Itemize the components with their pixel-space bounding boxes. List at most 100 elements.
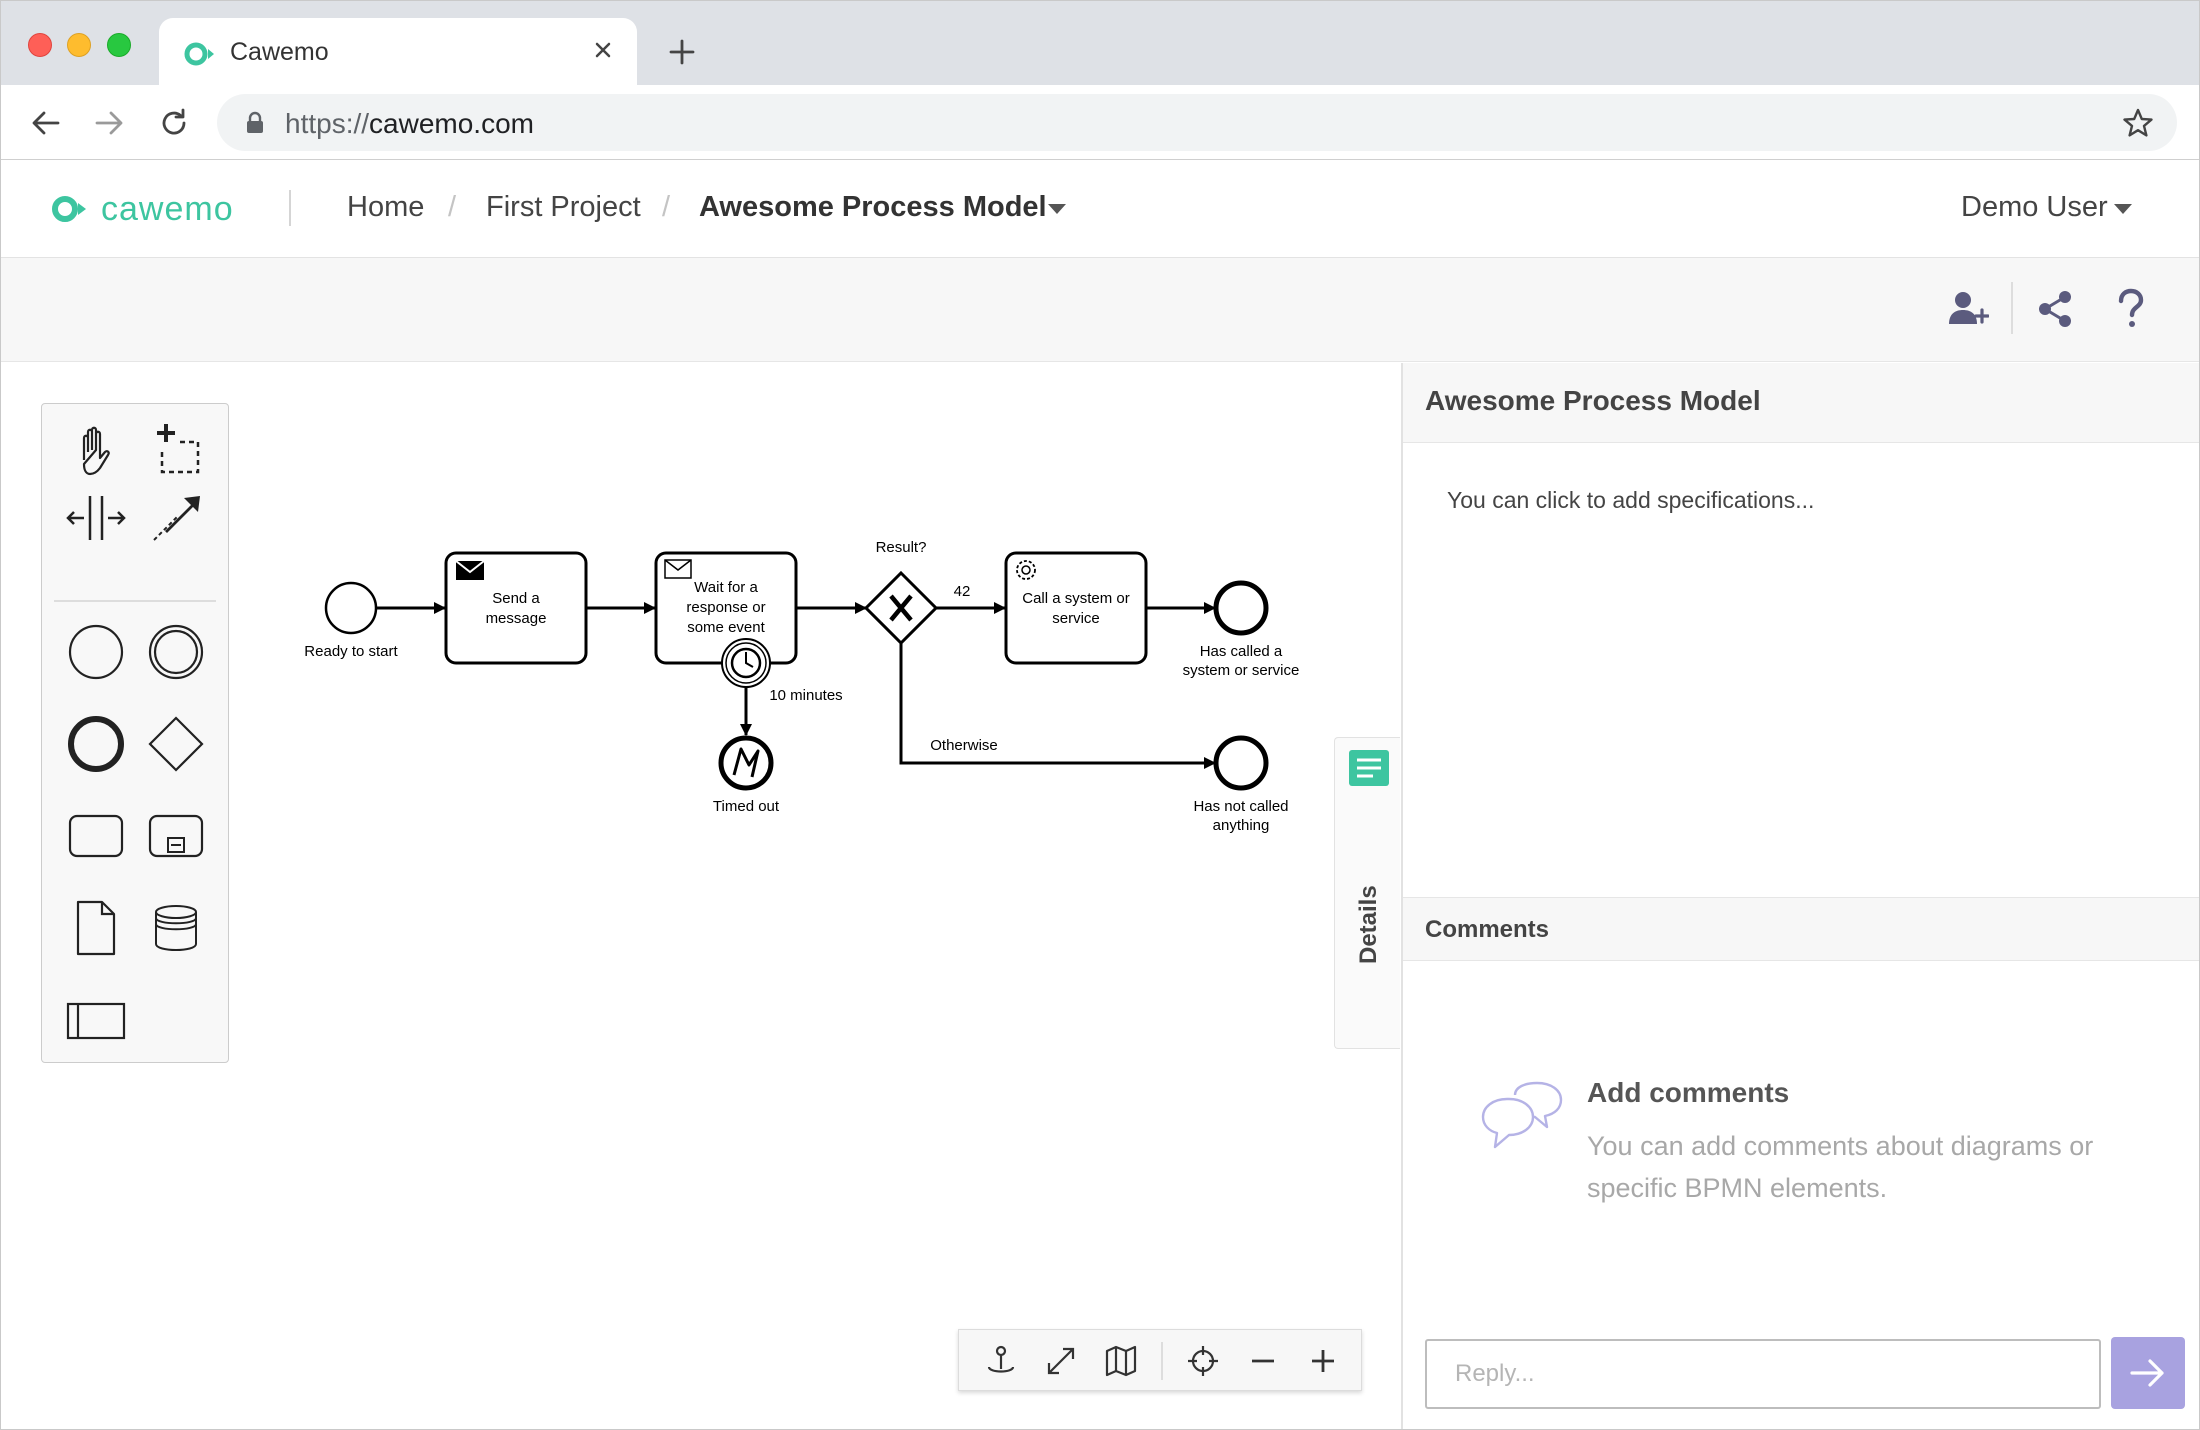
details-tab[interactable]: Details <box>1334 737 1400 1049</box>
specification-placeholder[interactable]: You can click to add specifications... <box>1447 487 1815 513</box>
gateway-label: Result? <box>876 539 927 556</box>
action-bar <box>1 258 2199 362</box>
palette-divider <box>54 600 216 602</box>
connect-tool-icon[interactable] <box>140 482 212 554</box>
svg-text:cawemo: cawemo <box>101 190 234 228</box>
help-icon[interactable] <box>2109 288 2151 330</box>
tool-palette <box>41 403 229 1063</box>
end-called-label-2: system or service <box>1183 662 1300 679</box>
reset-origin-icon[interactable] <box>983 1343 1019 1379</box>
timer-label: 10 minutes <box>769 687 842 704</box>
data-object-icon[interactable] <box>60 892 132 964</box>
task-send-message[interactable] <box>444 551 588 665</box>
add-collaborator-icon[interactable] <box>1947 288 1989 330</box>
task-icon[interactable] <box>60 800 132 872</box>
flow-otherwise[interactable] <box>899 643 1216 769</box>
center-icon[interactable] <box>1185 1343 1221 1379</box>
error-end-event[interactable] <box>718 735 774 791</box>
model-menu-caret-icon[interactable] <box>1048 204 1066 214</box>
send-arrow-icon <box>2130 1359 2164 1387</box>
specification-lines-icon <box>1349 750 1389 786</box>
minimap-icon[interactable] <box>1103 1343 1139 1379</box>
task-send-label-1: Send a <box>492 590 540 607</box>
breadcrumb-home[interactable]: Home <box>347 191 425 223</box>
end-event-called[interactable] <box>1213 580 1269 636</box>
breadcrumb-separator: / <box>662 191 671 223</box>
breadcrumb-project[interactable]: First Project <box>486 191 641 223</box>
action-divider <box>2011 282 2013 334</box>
add-comments-title: Add comments <box>1587 1077 1790 1108</box>
task-send-label-2: message <box>486 610 547 627</box>
bookmark-star-icon[interactable] <box>2121 106 2155 140</box>
browser-toolbar: https://cawemo.com <box>1 85 2199 160</box>
forward-arrow-icon[interactable] <box>91 105 127 141</box>
cawemo-logo[interactable]: cawemo <box>49 188 269 230</box>
add-comments-text: You can add comments about diagrams or s… <box>1587 1131 2094 1203</box>
panel-header: Awesome Process Model <box>1403 363 2199 443</box>
space-tool-icon[interactable] <box>60 482 132 554</box>
browser-tabstrip: Cawemo <box>1 1 2199 85</box>
end-event-icon[interactable] <box>60 708 132 780</box>
task-wait-label-3: some event <box>687 619 765 636</box>
flow-otherwise-label: Otherwise <box>930 737 998 754</box>
details-panel: Awesome Process Model You can click to a… <box>1401 363 2199 1429</box>
send-envelope-icon <box>455 560 485 580</box>
start-event-label: Ready to start <box>304 643 398 660</box>
subprocess-icon[interactable] <box>140 800 212 872</box>
user-menu-caret-icon[interactable] <box>2114 204 2132 214</box>
zoom-divider <box>1161 1342 1163 1380</box>
task-call-label-2: service <box>1052 610 1100 627</box>
share-icon[interactable] <box>2034 288 2076 330</box>
logo-divider <box>289 190 291 226</box>
hand-tool-icon[interactable] <box>60 416 132 488</box>
zoom-toolbar <box>958 1329 1362 1391</box>
modeler-canvas[interactable]: Ready to start Send a message Wait for a… <box>1 363 1401 1429</box>
reload-icon[interactable] <box>156 105 192 141</box>
address-bar[interactable]: https://cawemo.com <box>217 94 2177 151</box>
intermediate-event-icon[interactable] <box>140 616 212 688</box>
fullscreen-icon[interactable] <box>1043 1343 1079 1379</box>
close-window-button[interactable] <box>28 33 52 57</box>
timer-boundary-event[interactable] <box>721 638 771 688</box>
comments-title: Comments <box>1425 916 1550 943</box>
start-event[interactable] <box>324 581 378 635</box>
comments-bubble-icon <box>1481 1081 1563 1149</box>
user-menu[interactable]: Demo User <box>1961 191 2108 223</box>
gateway-x-icon <box>889 594 913 622</box>
end-called-label-1: Has called a <box>1200 643 1283 660</box>
service-gear-icon <box>1016 560 1036 580</box>
flow-42-label: 42 <box>954 583 971 600</box>
lasso-tool-icon[interactable] <box>140 416 212 488</box>
task-call-system[interactable] <box>1004 551 1148 665</box>
new-tab-icon[interactable] <box>665 35 699 69</box>
task-call-label-1: Call a system or <box>1022 590 1130 607</box>
send-comment-button[interactable] <box>2111 1337 2185 1409</box>
receive-envelope-icon <box>664 559 692 579</box>
zoom-in-icon[interactable] <box>1305 1343 1341 1379</box>
timed-out-label: Timed out <box>713 798 780 815</box>
end-not-called-label-2: anything <box>1213 817 1270 834</box>
comments-header: Comments <box>1403 897 2199 961</box>
panel-title: Awesome Process Model <box>1425 385 1761 416</box>
lock-icon <box>247 111 263 133</box>
start-event-icon[interactable] <box>60 616 132 688</box>
minimize-window-button[interactable] <box>67 33 91 57</box>
back-arrow-icon[interactable] <box>28 105 64 141</box>
zoom-out-icon[interactable] <box>1245 1343 1281 1379</box>
end-event-not-called[interactable] <box>1213 735 1269 791</box>
breadcrumb-separator: / <box>448 191 457 223</box>
pool-icon[interactable] <box>60 984 132 1056</box>
url-text: https://cawemo.com <box>285 108 534 139</box>
reply-input[interactable] <box>1425 1339 2101 1409</box>
breadcrumb-model[interactable]: Awesome Process Model <box>699 191 1047 223</box>
bpmn-diagram: Ready to start Send a message Wait for a… <box>304 539 1300 834</box>
close-tab-icon[interactable] <box>589 36 617 64</box>
task-wait-label-1: Wait for a <box>694 579 758 596</box>
app-header: cawemo Home / First Project / Awesome Pr… <box>1 160 2199 258</box>
end-not-called-label-1: Has not called <box>1193 798 1288 815</box>
task-wait-label-2: response or <box>686 599 765 616</box>
maximize-window-button[interactable] <box>107 33 131 57</box>
browser-tab[interactable]: Cawemo <box>159 18 637 85</box>
gateway-icon[interactable] <box>140 708 212 780</box>
data-store-icon[interactable] <box>140 892 212 964</box>
